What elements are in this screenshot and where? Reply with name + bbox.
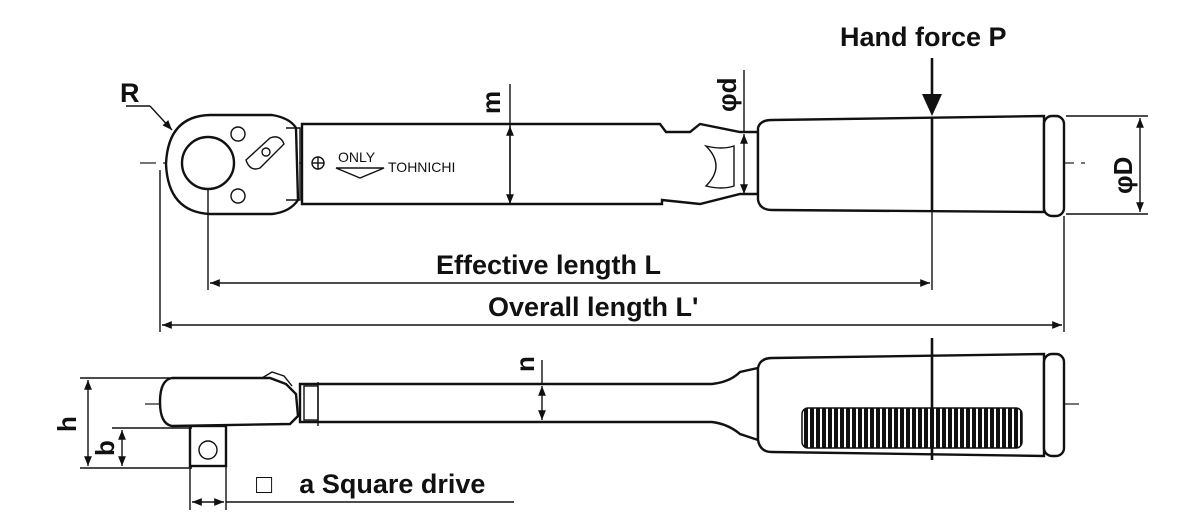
hand-force-arrow-icon xyxy=(922,94,942,116)
side-head xyxy=(158,376,300,428)
side-view: n h b □ a Square drive xyxy=(52,338,1085,510)
grip xyxy=(756,114,1046,214)
head-screw-top xyxy=(230,126,246,142)
phi-D-label: φD xyxy=(1108,157,1138,194)
h-label: h xyxy=(52,416,82,432)
m-label: m xyxy=(476,91,506,114)
ratchet-lever xyxy=(245,136,285,170)
hand-force-label: Hand force P xyxy=(840,22,1007,52)
side-square-drive xyxy=(188,424,228,468)
overall-length-label: Overall length L' xyxy=(488,292,698,322)
tube-window xyxy=(703,144,735,189)
square-drive-label: □ a Square drive xyxy=(256,469,485,499)
lever-pin xyxy=(261,147,271,157)
drive-ball-icon xyxy=(198,440,218,460)
head-neck-teeth xyxy=(286,127,301,201)
top-view: ONLY TOHNICHI Hand force P R m φd φD xyxy=(120,22,1148,332)
brand-marking: TOHNICHI xyxy=(388,159,455,175)
effective-length-label: Effective length L xyxy=(436,250,661,280)
square-drive-hole xyxy=(180,135,236,191)
head-screw-bottom xyxy=(230,188,246,204)
n-label: n xyxy=(510,356,540,372)
b-label: b xyxy=(90,440,120,456)
side-tube xyxy=(298,366,760,442)
radius-label: R xyxy=(120,78,140,108)
direction-arrow-icon xyxy=(335,167,385,179)
knurled-grip-section xyxy=(801,407,1023,449)
only-marking: ONLY xyxy=(338,149,376,165)
phi-d-label: φd xyxy=(712,78,742,112)
grip-end-cap xyxy=(1042,114,1066,218)
side-grip-end-cap xyxy=(1042,352,1066,458)
